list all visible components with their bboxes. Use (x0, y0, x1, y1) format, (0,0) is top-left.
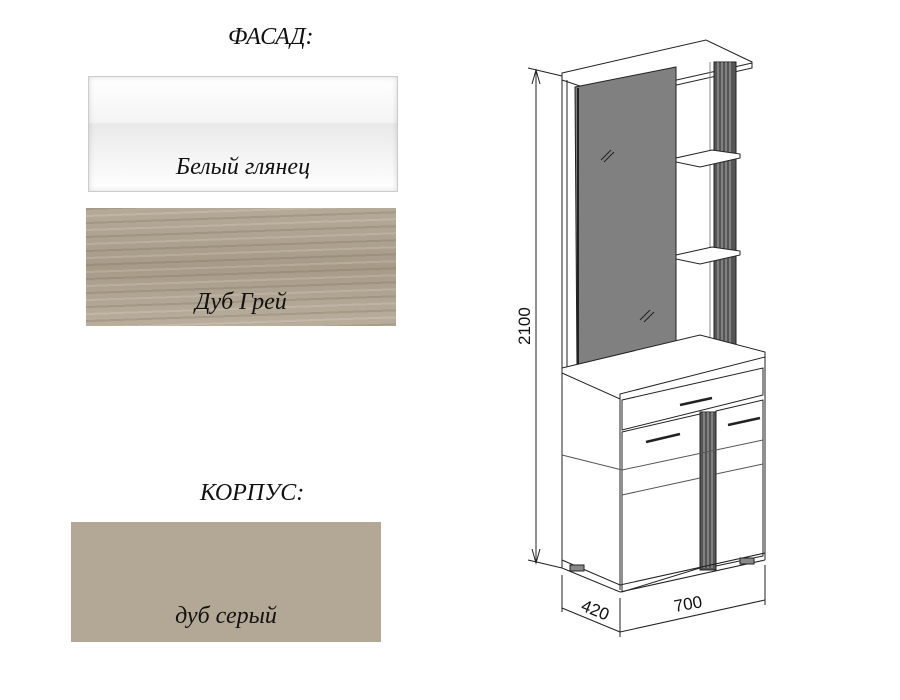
width-dimension (619, 565, 766, 633)
shelf (675, 246, 741, 265)
facade-heading: ФАСАД: (228, 24, 314, 50)
door-right (715, 399, 764, 567)
swatch-oak-grey: Дуб Грей (86, 208, 396, 326)
body-heading: КОРПУС: (200, 480, 305, 506)
swatch-label: Белый глянец (175, 154, 311, 180)
swatch-white-gloss: Белый глянец (88, 76, 398, 192)
swatch-label: Дуб Грей (195, 289, 287, 315)
mirror (574, 66, 677, 371)
depth-label: 420 (579, 596, 612, 624)
swatch-oak-gray-body: дуб серый (71, 522, 381, 642)
drawer (621, 367, 764, 431)
decor-column (713, 61, 737, 355)
width-label: 700 (672, 592, 703, 616)
shelf (675, 149, 741, 168)
height-label: 2100 (515, 307, 534, 345)
height-dimension (527, 67, 563, 569)
depth-dimension (561, 575, 621, 637)
door-left (621, 413, 701, 593)
cabinet-top (561, 334, 766, 400)
swatch-label: дуб серый (175, 603, 277, 629)
